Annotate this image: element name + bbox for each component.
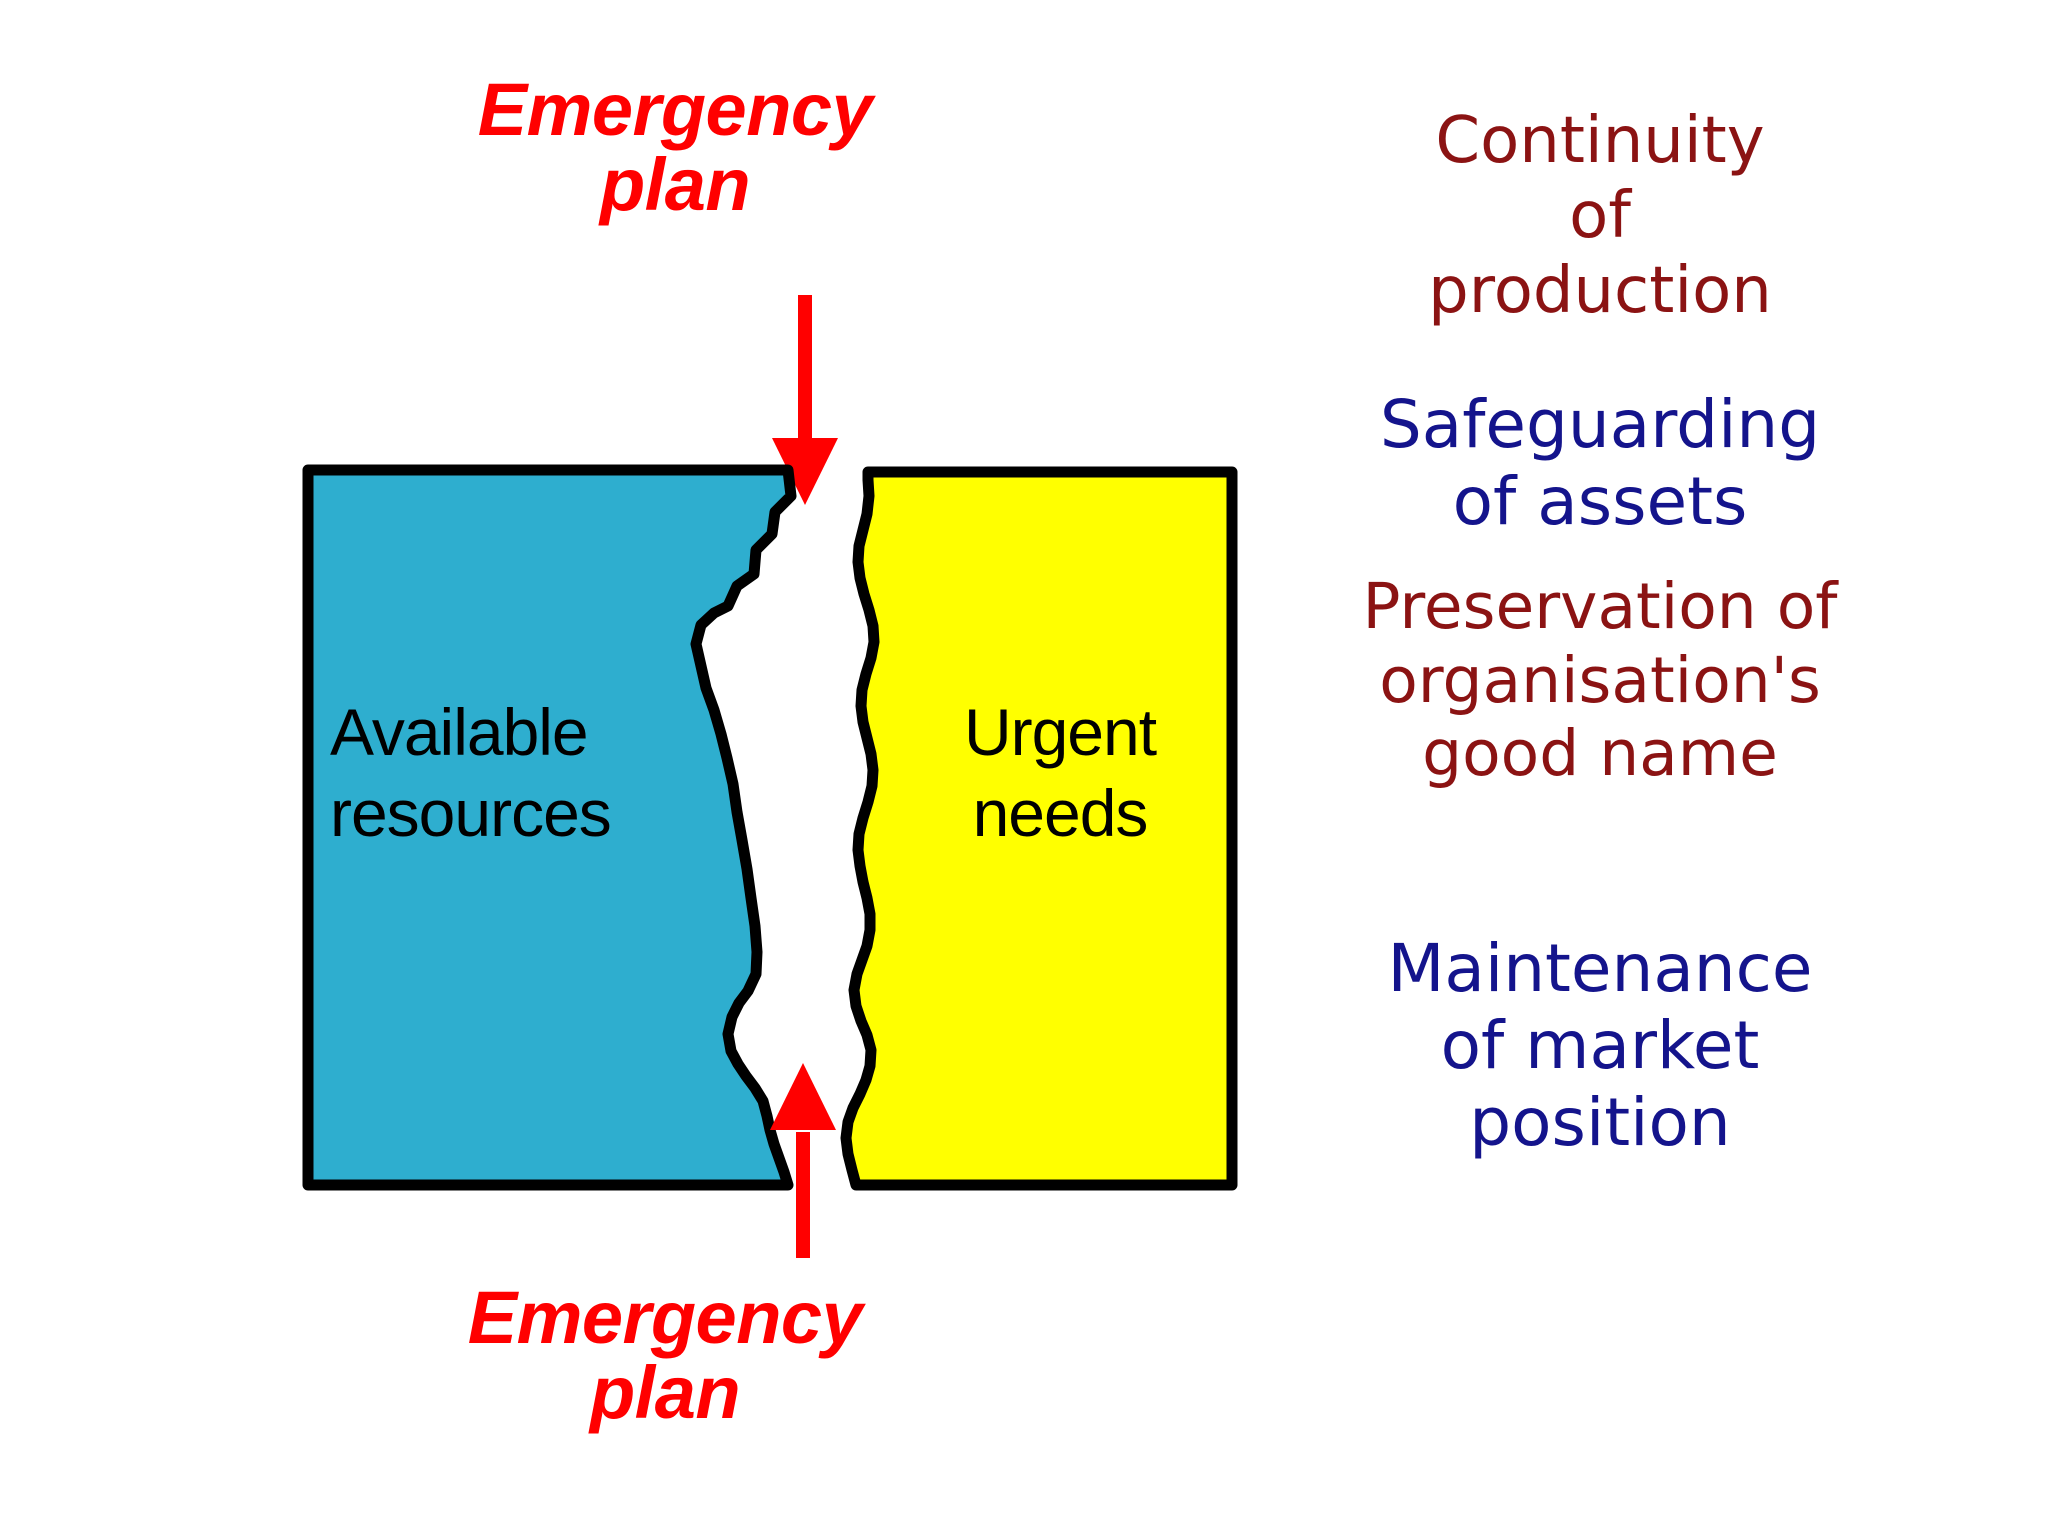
left-box-outline [302,464,797,1191]
right-box-outline [840,466,1238,1191]
emergency-plan-label-bottom: Emergency plan [467,1276,863,1435]
arrow-top-icon [772,295,838,505]
objective-item-continuity-of-production: Continuity of production [1428,104,1772,328]
torn-paper-diagram [280,280,1260,1280]
objective-item-preservation-of-good-name: Preservation of organisation's good name [1362,570,1838,791]
objectives-list: Continuity of production Safeguarding of… [1270,90,1930,1420]
arrow-bottom-icon [770,1063,836,1258]
right-box-label: Urgent needs [963,695,1157,850]
emergency-plan-label-top: Emergency plan [477,68,873,227]
objective-item-safeguarding-of-assets: Safeguarding of assets [1379,386,1821,541]
left-box-label: Available resources [330,695,612,850]
objective-item-maintenance-of-market-position: Maintenance of market position [1387,930,1813,1162]
